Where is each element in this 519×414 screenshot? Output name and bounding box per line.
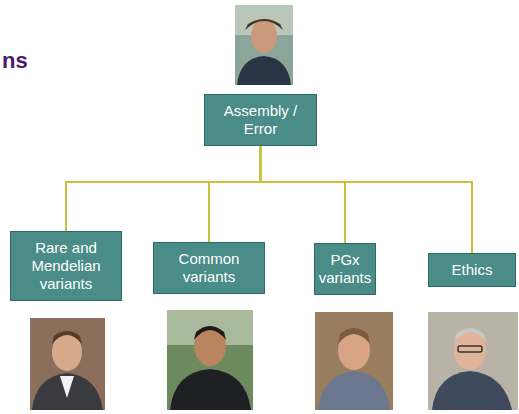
- portrait-ethics: [428, 312, 518, 410]
- tree-connector: [66, 146, 261, 231]
- box-text-group: Rare and Mendelian variants: [16, 239, 116, 293]
- team-box: Common variants: [153, 242, 265, 294]
- portrait-top: [235, 5, 293, 85]
- team-box: Rare and Mendelian variants: [10, 231, 122, 301]
- tree-connector: [209, 146, 261, 242]
- box-label: Rare and Mendelian variants: [16, 239, 116, 293]
- tree-connector: [261, 146, 473, 253]
- portrait-common: [167, 310, 253, 410]
- portrait-pgx: [315, 312, 393, 410]
- box-text-group: Common variants: [159, 250, 259, 286]
- heading-fragment: ns: [2, 48, 28, 74]
- team-box: Assembly / Error: [204, 94, 317, 146]
- tree-connector: [261, 146, 346, 243]
- box-label: Common variants: [159, 250, 259, 286]
- box-text-group: PGx variants: [319, 251, 372, 287]
- box-label: PGx variants: [319, 251, 372, 287]
- box-text-group: Ethics: [452, 261, 493, 279]
- team-box: Ethics: [428, 253, 516, 287]
- team-box: PGx variants: [314, 243, 376, 295]
- box-label: Ethics: [452, 261, 493, 279]
- portrait-rare: [30, 318, 105, 410]
- box-label: Assembly / Error: [210, 102, 311, 138]
- box-text-group: Assembly / Error: [210, 102, 311, 138]
